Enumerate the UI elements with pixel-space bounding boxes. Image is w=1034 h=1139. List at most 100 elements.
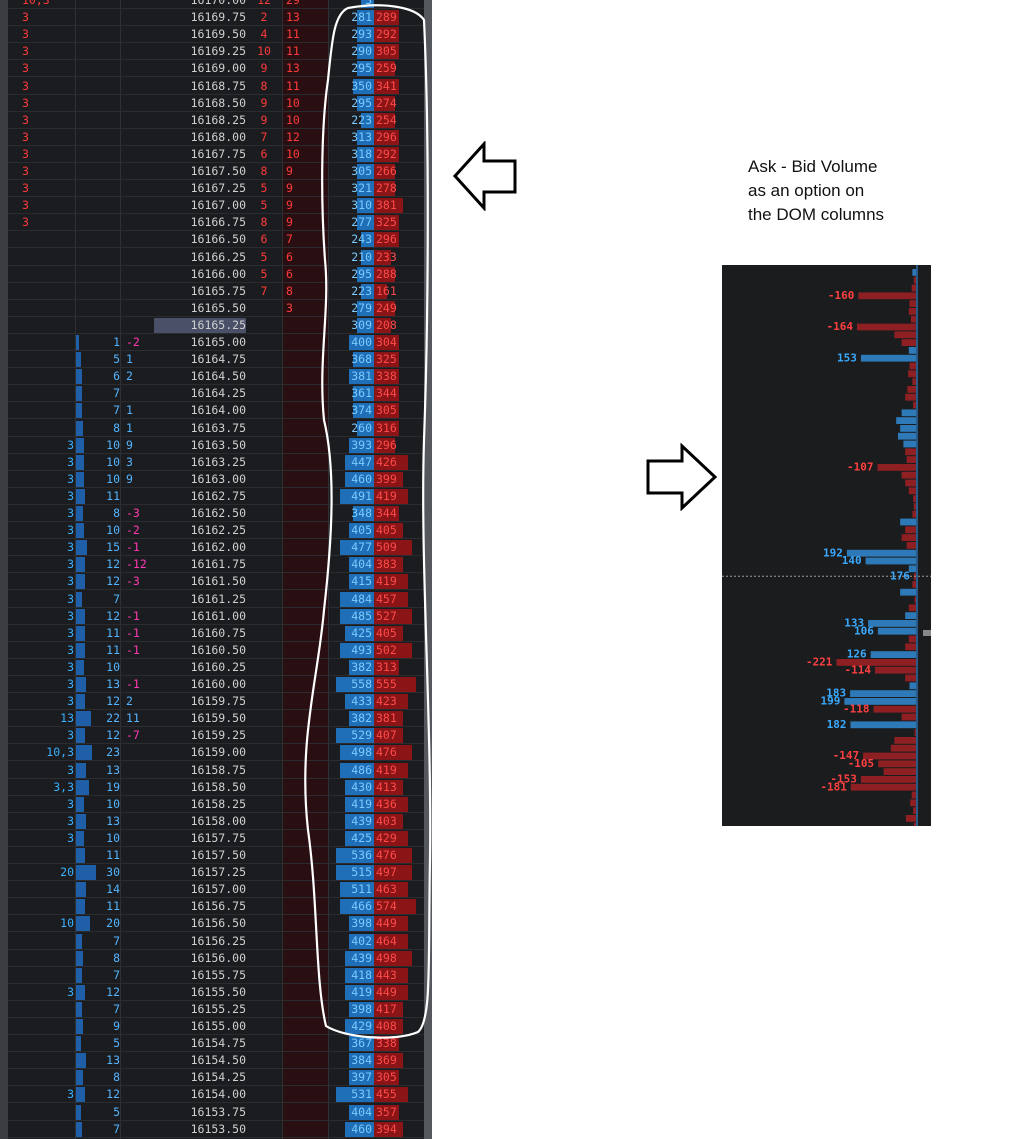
- bid-size-bar: [76, 865, 96, 881]
- bid-size-bar: [76, 608, 86, 624]
- bid-size-cell: 12: [106, 984, 120, 999]
- bid-size-cell: 10: [106, 796, 120, 811]
- ask-volume-cell: 11: [286, 78, 300, 93]
- ask-volume-cell: 11: [286, 44, 300, 59]
- ask-minus-bid-negative-bar: [850, 783, 916, 791]
- bid-volume-bar: [353, 352, 374, 368]
- bid-volume-bar: [353, 506, 374, 521]
- bid-volume-bar: [349, 1053, 374, 1069]
- mini-scroll-marker[interactable]: [923, 630, 931, 636]
- bid-size-cell: 10: [106, 523, 120, 538]
- ask-minus-bid-negative-bar: [863, 752, 916, 760]
- orders-column: 13: [60, 711, 74, 726]
- bid-volume-bar: [345, 967, 374, 983]
- bid-volume-cell: 418: [351, 967, 372, 982]
- last-price-highlight: [154, 317, 246, 333]
- bid-size-bar: [76, 471, 84, 487]
- dom-scrollbar[interactable]: [424, 0, 432, 1139]
- ask-size-cell: 5: [260, 198, 268, 213]
- price-cell: 16163.00: [190, 471, 246, 486]
- ask-size-cell: 2: [260, 10, 268, 25]
- ask-volume-bar: [374, 796, 408, 812]
- bid-size-bar: [76, 540, 87, 556]
- mini-value-label: -181: [820, 780, 847, 793]
- ask-volume-bar: [374, 591, 408, 607]
- mini-value-label: -118: [843, 702, 870, 715]
- ask-total-volume-cell: 259: [376, 61, 397, 76]
- ask-total-volume-cell: 278: [376, 181, 397, 196]
- ask-minus-bid-negative-bar: [901, 713, 916, 721]
- bid-volume-cell: 515: [351, 865, 372, 880]
- ask-volume-bar: [374, 523, 403, 539]
- bid-size-cell: 11: [106, 625, 120, 640]
